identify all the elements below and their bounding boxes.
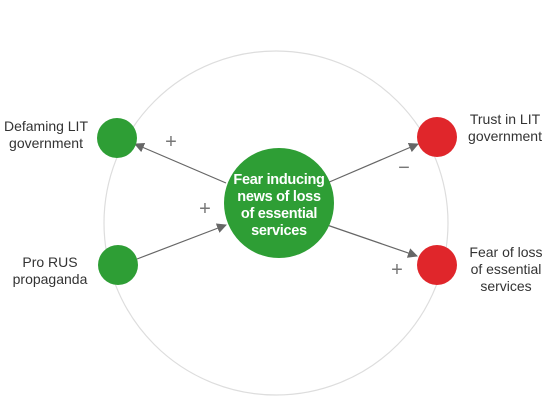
sign-center-to-defaming: + [165,131,177,153]
node-pro-rus-label: Pro RUS propaganda [12,254,88,287]
node-defaming-label: Defaming LIT government [3,118,89,151]
sign-center-to-trust: − [398,157,410,179]
sign-center-to-fear-loss: + [391,259,403,281]
arrow-center-to-defaming [134,142,227,184]
node-defaming-circle [97,118,137,158]
node-fear-loss-label: Fear of loss of essential services [469,244,543,294]
sign-pro-rus-to-center: + [199,198,211,220]
node-trust-label: Trust in LIT government [468,111,542,144]
arrow-pro-rus-to-center [136,223,227,260]
node-pro-rus-circle [98,245,138,285]
arrow-center-to-fear-loss [326,224,418,258]
boundary-circle [103,50,449,396]
arrow-center-to-trust [326,142,419,184]
node-trust-circle [417,117,457,157]
node-fear-loss-circle [417,245,457,285]
node-center-label: Fear inducing news of loss of essential … [233,172,325,239]
node-center-circle [224,148,334,258]
